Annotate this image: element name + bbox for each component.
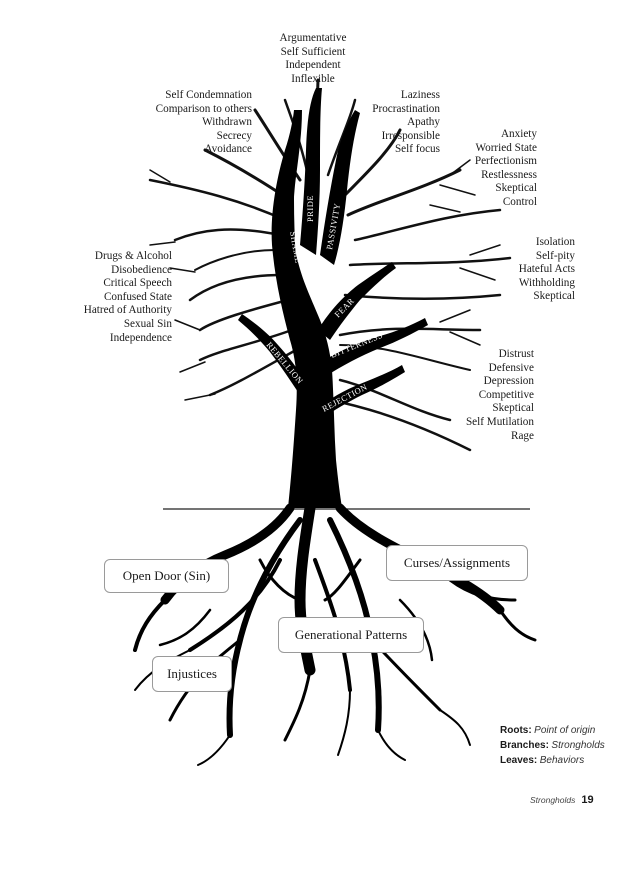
leaf-item: Withholding (518, 276, 575, 289)
leaf-group-mid-right: Isolation Self-pity Hateful Acts Withhol… (490, 236, 575, 304)
leaf-item: Inflexible (291, 72, 335, 85)
leaf-group-lower-right: Distrust Defensive Depression Competitiv… (440, 348, 534, 443)
leaf-item: Self-pity (535, 249, 575, 262)
branch-passivity (320, 110, 360, 265)
leaf-item: Distrust (498, 348, 534, 360)
leaf-group-upper-right: Anxiety Worried State Perfectionism Rest… (450, 128, 537, 210)
leaf-item: Withdrawn (202, 116, 252, 129)
leaf-item: Procrastination (372, 102, 440, 115)
leaf-group-upper-left: Self Condemnation Comparison to others W… (120, 89, 252, 157)
leaf-group-left: Drugs & Alcohol Disobedience Critical Sp… (58, 250, 172, 345)
leaf-item: Depression (483, 375, 534, 388)
leaf-item: Control (502, 195, 537, 208)
branch-fear (318, 262, 396, 340)
leaf-item: Skeptical (533, 290, 575, 303)
page-footer: Strongholds 19 (530, 790, 594, 808)
leaf-item: Worried State (475, 141, 537, 154)
leaf-group-upper-mid-right: Laziness Procrastination Apathy Irrespon… (350, 89, 440, 157)
leaf-item: Disobedience (111, 263, 172, 276)
root-generational-patterns: Generational Patterns (278, 617, 424, 653)
leaf-item: Self Condemnation (165, 89, 252, 101)
branch-label-pride: PRIDE (305, 195, 315, 222)
leaf-item: Self Sufficient (280, 45, 346, 58)
branch-rebellion (238, 314, 308, 395)
branch-pride (300, 88, 322, 255)
legend-branches-value: Strongholds (551, 740, 605, 751)
leaf-item: Sexual Sin (123, 317, 172, 330)
section-name: Strongholds (530, 795, 576, 805)
leaf-item: Self Mutilation (465, 415, 534, 428)
leaf-item: Isolation (535, 236, 575, 248)
branch-bitterness (322, 318, 428, 376)
legend: Roots: Point of origin Branches: Strongh… (500, 723, 605, 768)
branch-shame (284, 140, 299, 265)
legend-branches: Branches: Strongholds (500, 738, 605, 753)
root-open-door: Open Door (Sin) (104, 559, 229, 593)
leaf-item: Skeptical (492, 402, 534, 415)
leaf-item: Confused State (103, 290, 172, 303)
leaf-item: Irresponsible (381, 129, 440, 142)
leaf-item: Self focus (394, 143, 440, 156)
leaf-item: Apathy (407, 116, 440, 129)
strongholds-branches (238, 88, 428, 508)
page-number: 19 (581, 794, 594, 806)
root-curses-assignments: Curses/Assignments (386, 545, 528, 581)
legend-roots: Roots: Point of origin (500, 723, 605, 738)
root-injustices: Injustices (152, 656, 232, 692)
legend-branches-key: Branches: (500, 740, 549, 751)
leaf-item: Argumentative (279, 32, 347, 44)
leaf-item: Defensive (488, 361, 534, 374)
leaf-item: Comparison to others (155, 102, 252, 115)
leaf-item: Hateful Acts (518, 263, 575, 276)
leaf-item: Anxiety (500, 128, 537, 140)
legend-leaves: Leaves: Behaviors (500, 753, 605, 768)
legend-leaves-value: Behaviors (539, 755, 585, 766)
leaf-item: Independence (109, 331, 172, 344)
branch-rejection (316, 365, 405, 420)
leaf-item: Laziness (400, 89, 440, 101)
legend-roots-key: Roots: (500, 725, 532, 736)
legend-roots-value: Point of origin (534, 725, 596, 736)
leaf-item: Competitive (478, 388, 534, 401)
legend-leaves-key: Leaves: (500, 755, 538, 766)
leaf-item: Independent (285, 59, 341, 72)
leaf-item: Critical Speech (103, 277, 172, 290)
leaf-item: Perfectionism (474, 155, 537, 168)
leaf-item: Avoidance (204, 143, 252, 156)
leaf-item: Skeptical (495, 182, 537, 195)
twigs (148, 78, 512, 452)
leaf-item: Hatred of Authority (83, 304, 172, 317)
leaf-group-top: Argumentative Self Sufficient Independen… (238, 32, 388, 86)
leaf-item: Rage (511, 429, 534, 442)
leaf-item: Restlessness (481, 168, 537, 181)
leaf-item: Drugs & Alcohol (94, 250, 172, 262)
leaf-item: Secrecy (216, 129, 252, 142)
